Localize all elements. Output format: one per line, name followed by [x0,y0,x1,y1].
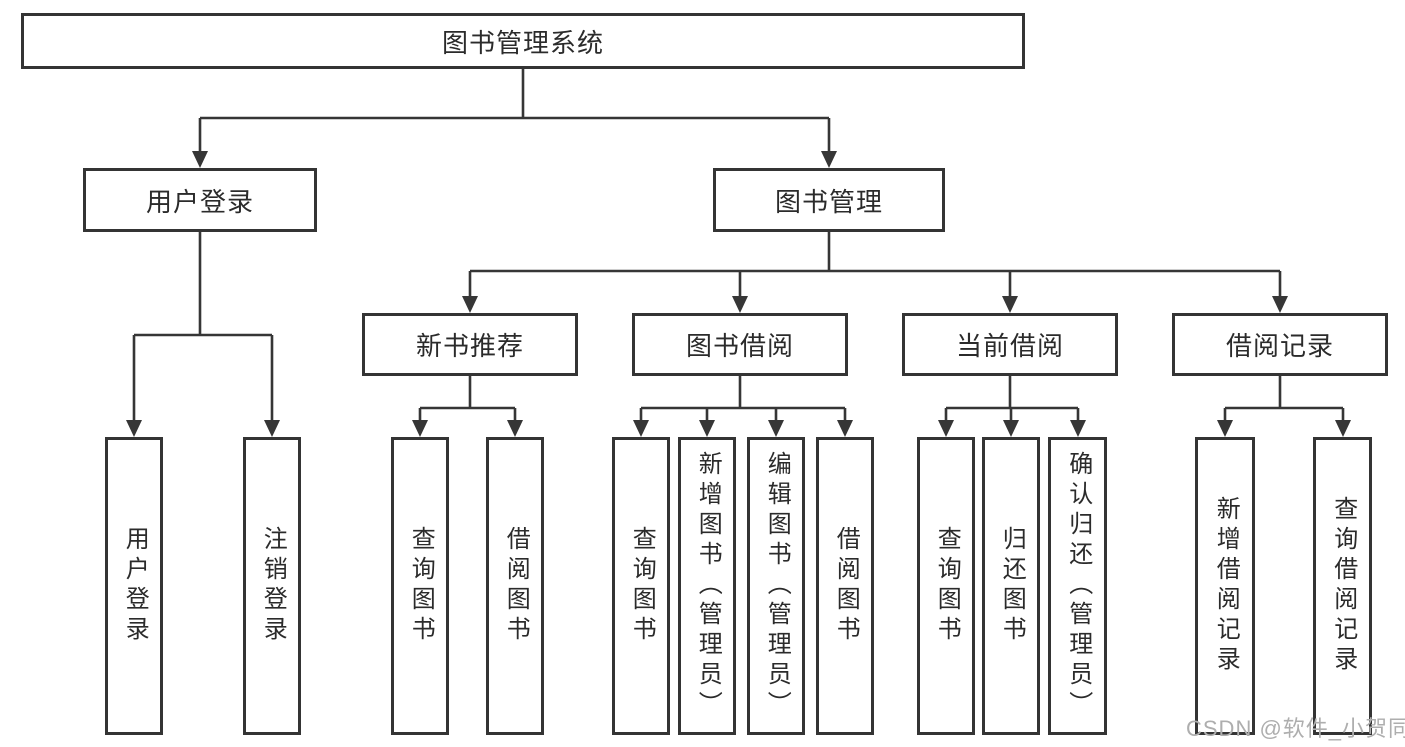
leaf-label: 借阅图书 [502,526,530,646]
leaf-query-books-borrowing: 查询图书 [612,437,670,735]
node-label: 用户登录 [145,186,254,217]
leaf-add-book-admin: 新增图书（管理员） [678,437,736,735]
leaf-query-books-recommend: 查询图书 [391,437,449,735]
node-borrow-records: 借阅记录 [1172,313,1388,376]
leaf-edit-book-admin: 编辑图书（管理员） [747,437,805,735]
leaf-label: 注销登录 [259,526,287,646]
leaf-label: 借阅图书 [832,526,860,646]
arrow-stems [132,118,1345,423]
leaf-borrow-books-recommend: 借阅图书 [486,437,544,735]
leaf-label: 查询图书 [628,526,656,646]
leaf-label: 查询借阅记录 [1329,496,1357,676]
leaf-query-books-current: 查询图书 [917,437,975,735]
node-current-borrowing: 当前借阅 [902,313,1118,376]
csdn-watermark: CSDN @软件_小贺同学 [1186,716,1405,741]
leaf-label: 查询图书 [933,526,961,646]
node-label: 图书管理系统 [441,27,604,58]
leaf-user-login: 用户登录 [105,437,163,735]
node-book-management: 图书管理 [713,168,945,232]
leaf-borrow-books-borrowing: 借阅图书 [816,437,874,735]
node-book-borrowing: 图书借阅 [632,313,848,376]
leaf-query-borrow-record: 查询借阅记录 [1313,437,1372,735]
leaf-confirm-return-admin: 确认归还（管理员） [1048,437,1107,735]
node-label: 图书借阅 [685,331,794,361]
leaf-label: 查询图书 [407,526,435,646]
node-library-management-system: 图书管理系统 [21,13,1025,69]
leaf-label: 新增图书（管理员） [694,451,722,721]
leaf-label: 新增借阅记录 [1212,496,1240,676]
node-label: 当前借阅 [955,331,1064,361]
leaf-return-books: 归还图书 [982,437,1040,735]
leaf-label: 用户登录 [121,526,149,646]
node-user-login: 用户登录 [83,168,317,232]
leaf-add-borrow-record: 新增借阅记录 [1195,437,1255,735]
leaf-label: 确认归还（管理员） [1064,451,1092,721]
node-label: 借阅记录 [1225,331,1334,361]
leaf-logout: 注销登录 [243,437,301,735]
node-new-book-recommend: 新书推荐 [362,313,578,376]
node-label: 图书管理 [774,186,883,217]
leaf-label: 编辑图书（管理员） [763,451,791,721]
node-label: 新书推荐 [415,331,524,361]
leaf-label: 归还图书 [998,526,1026,646]
